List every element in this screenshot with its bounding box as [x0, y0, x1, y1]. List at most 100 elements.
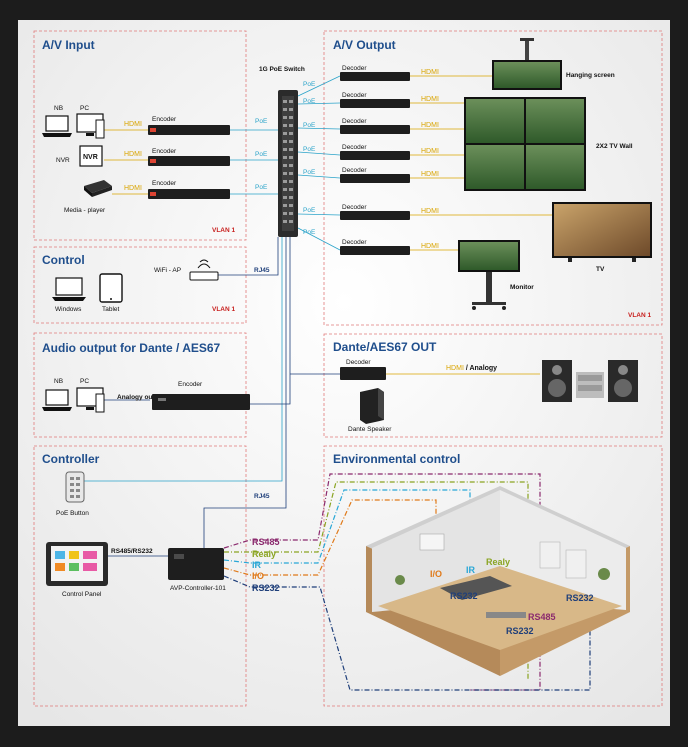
audio-output-box — [33, 332, 247, 438]
poe-button-label: PoE Button — [56, 510, 89, 517]
hdmi-out-4: HDMI — [421, 148, 439, 155]
room-realy-label: Realy — [486, 557, 510, 567]
room-rs485-label: RS485 — [528, 612, 556, 622]
decoder-label-2: Decoder — [342, 92, 367, 99]
nvr-icon: NVR — [79, 145, 103, 167]
avp-controller-device — [168, 548, 224, 580]
decoder-device-1 — [340, 72, 410, 81]
wifi-ap-icon — [189, 259, 219, 281]
tv-wall-label: 2X2 TV Wall — [596, 143, 633, 150]
ir-label: IR — [252, 560, 262, 570]
hifi-system-icon — [542, 360, 638, 402]
decoder-device-2 — [340, 99, 410, 108]
control-box — [33, 246, 247, 324]
control-panel-label: Control Panel — [62, 591, 102, 598]
room-illustration — [366, 486, 630, 676]
decoder-label-1: Decoder — [342, 65, 367, 72]
poe-label-in-1: PoE — [255, 118, 268, 125]
hdmi-label-3: HDMI — [124, 185, 142, 192]
hdmi-out-1: HDMI — [421, 69, 439, 76]
encoder-port-2 — [150, 159, 156, 163]
monitor-label: Monitor — [510, 284, 534, 291]
dante-speaker-label: Dante Speaker — [348, 426, 392, 433]
media-player-label: Media - player — [64, 207, 106, 214]
decoder-label-7: Decoder — [342, 239, 367, 246]
dante-hdmi-text: HDMI — [446, 365, 464, 372]
controller-title: Controller — [42, 452, 100, 466]
encoder-label-2: Encoder — [152, 148, 177, 155]
hdmi-out-2: HDMI — [421, 96, 439, 103]
room-rs232-c: RS232 — [506, 626, 534, 636]
rs232-label: RS232 — [252, 583, 280, 593]
poe-out-5: PoE — [303, 169, 316, 176]
control-panel-icon[interactable] — [46, 542, 108, 586]
ir-line — [223, 489, 471, 564]
wifi-ap-label: WiFi - AP — [154, 267, 181, 274]
decoder-label-3: Decoder — [342, 118, 367, 125]
decoder-label-6: Decoder — [342, 204, 367, 211]
encoder-label-3: Encoder — [152, 180, 177, 187]
tablet-icon — [99, 273, 123, 303]
encoder-port-3 — [150, 192, 156, 196]
rs232-line — [223, 575, 591, 691]
poe-button-icon[interactable] — [65, 471, 85, 503]
decoder-device-6 — [340, 211, 410, 220]
analogy-out-label: Analogy out — [117, 394, 155, 401]
env-title: Environmental control — [333, 452, 460, 466]
encoder-device-3 — [148, 189, 230, 199]
dante-title: Dante/AES67 OUT — [333, 340, 437, 354]
media-player-icon — [84, 180, 112, 197]
pc-icon — [76, 113, 105, 139]
hdmi-out-7: HDMI — [421, 243, 439, 250]
rj45-label-control: RJ45 — [254, 267, 270, 274]
decoder-group: Decoder Decoder Decoder Decoder Decoder … — [340, 65, 410, 255]
io-line — [223, 499, 437, 576]
poe-out-6: PoE — [303, 207, 316, 214]
hdmi-out-5: HDMI — [421, 171, 439, 178]
vlan-label-input: VLAN 1 — [212, 227, 236, 234]
realy-label: Realy — [252, 549, 276, 559]
nvr-box-text: NVR — [83, 154, 98, 161]
audio-nb-label: NB — [54, 378, 63, 385]
room-io-label: I/O — [430, 569, 442, 579]
av-input-box — [33, 30, 247, 241]
audio-encoder-device — [152, 394, 250, 410]
tv-image — [552, 202, 652, 262]
rj45-label-controller: RJ45 — [254, 493, 270, 500]
decoder-device-5 — [340, 174, 410, 183]
control-title: Control — [42, 253, 85, 267]
controller-box — [33, 445, 247, 707]
poe-out-1: PoE — [303, 81, 316, 88]
room-ir-label: IR — [466, 565, 476, 575]
hdmi-label-1: HDMI — [124, 121, 142, 128]
poe-switch — [278, 90, 298, 237]
rs485-label: RS485 — [252, 537, 280, 547]
encoder-device-2 — [148, 156, 230, 166]
audio-laptop-icon — [42, 389, 72, 411]
nb-laptop-icon — [42, 115, 72, 137]
env-box — [323, 445, 663, 707]
encoder-label-1: Encoder — [152, 116, 177, 123]
rs485-line — [223, 473, 541, 691]
encoder-device-1 — [148, 125, 230, 135]
hdmi-out-3: HDMI — [421, 122, 439, 129]
avp-controller-port — [174, 554, 184, 559]
switch-label: 1G PoE Switch — [259, 66, 305, 73]
monitor-image — [458, 240, 520, 310]
audio-output-title: Audio output for Dante / AES67 — [42, 341, 221, 355]
poe-label-in-2: PoE — [255, 151, 268, 158]
av-input-title: A/V Input — [42, 38, 95, 52]
dante-decoder-device — [340, 367, 386, 380]
poe-out-3: PoE — [303, 122, 316, 129]
vlan-label-output: VLAN 1 — [628, 312, 652, 319]
windows-laptop-icon — [52, 277, 86, 301]
tv-label: TV — [596, 266, 605, 273]
av-output-box — [323, 30, 663, 326]
vlan-label-control: VLAN 1 — [212, 306, 236, 313]
av-output-title: A/V Output — [333, 38, 396, 52]
decoder-device-7 — [340, 246, 410, 255]
audio-encoder-port — [158, 398, 166, 401]
nb-label: NB — [54, 105, 63, 112]
